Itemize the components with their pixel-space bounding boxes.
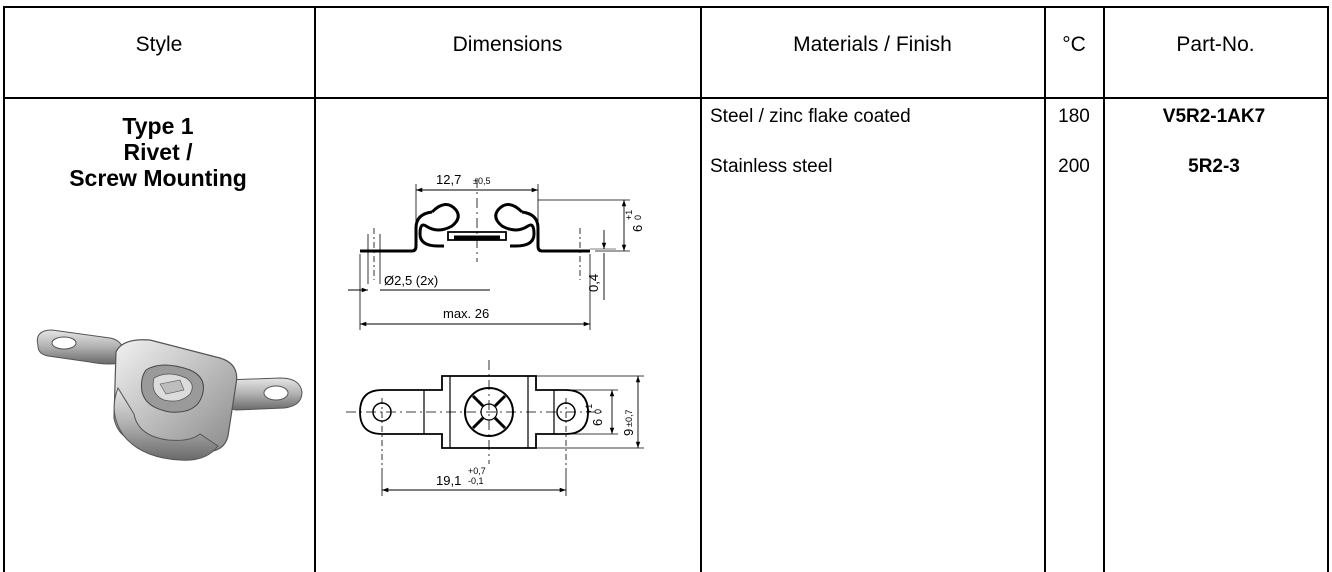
column-divider-style [314,6,316,572]
temp-row-1: 180 [1058,106,1090,127]
temp-row-2: 200 [1058,156,1090,177]
header-temperature: °C [1062,33,1086,56]
dim-length-tol-upper: +0,7 [468,466,486,476]
style-mounting-line-1: Rivet / [123,139,193,165]
dim-overall: max. 26 [443,306,489,321]
material-row-1: Steel / zinc flake coated [710,106,911,127]
dim-thickness: 0,4 [586,274,601,292]
dim-length: 19,1 [436,473,461,488]
dim-width-top-tol: ±0,5 [473,176,490,186]
part-no-row-1: V5R2-1AK7 [1162,106,1266,127]
clip-product-image [36,329,303,461]
style-mounting-line-2: Screw Mounting [69,165,247,191]
dim-hole: Ø2,5 (2x) [384,273,438,288]
header-part-no: Part-No. [1176,33,1255,56]
table-left-border [3,6,5,572]
dim-width-inner-tol-lower: 0 [593,409,603,414]
table-top-border [3,6,1329,8]
dim-height-tol-lower: 0 [633,215,643,220]
column-divider-temperature [1103,6,1105,572]
dim-width-outer: 9 [621,429,636,436]
dim-width-outer-tol: ±0,7 [624,410,634,427]
style-type: Type 1 [122,113,194,139]
side-view [348,178,630,330]
header-style: Style [135,33,183,56]
dim-height: 6 [630,225,645,232]
column-divider-materials [1044,6,1046,572]
table-right-border [1327,6,1329,572]
dim-width-inner: 6 [590,419,605,426]
dim-width-top: 12,7 [436,172,461,187]
dim-height-tol-upper: +1 [624,210,634,220]
column-divider-dimensions [700,6,702,572]
top-view [346,360,644,496]
header-materials: Materials / Finish [793,33,952,56]
header-dimensions: Dimensions [452,33,563,56]
material-row-2: Stainless steel [710,156,833,177]
dim-length-tol-lower: -0,1 [468,476,484,486]
header-separator [3,97,1329,99]
dimension-drawing: 12,7 ±0,5 6 +1 0 0,4 Ø2,5 (2x) max. 26 [346,172,645,496]
dim-width-inner-tol-upper: +1 [584,404,594,414]
part-no-row-2: 5R2-3 [1188,156,1240,177]
